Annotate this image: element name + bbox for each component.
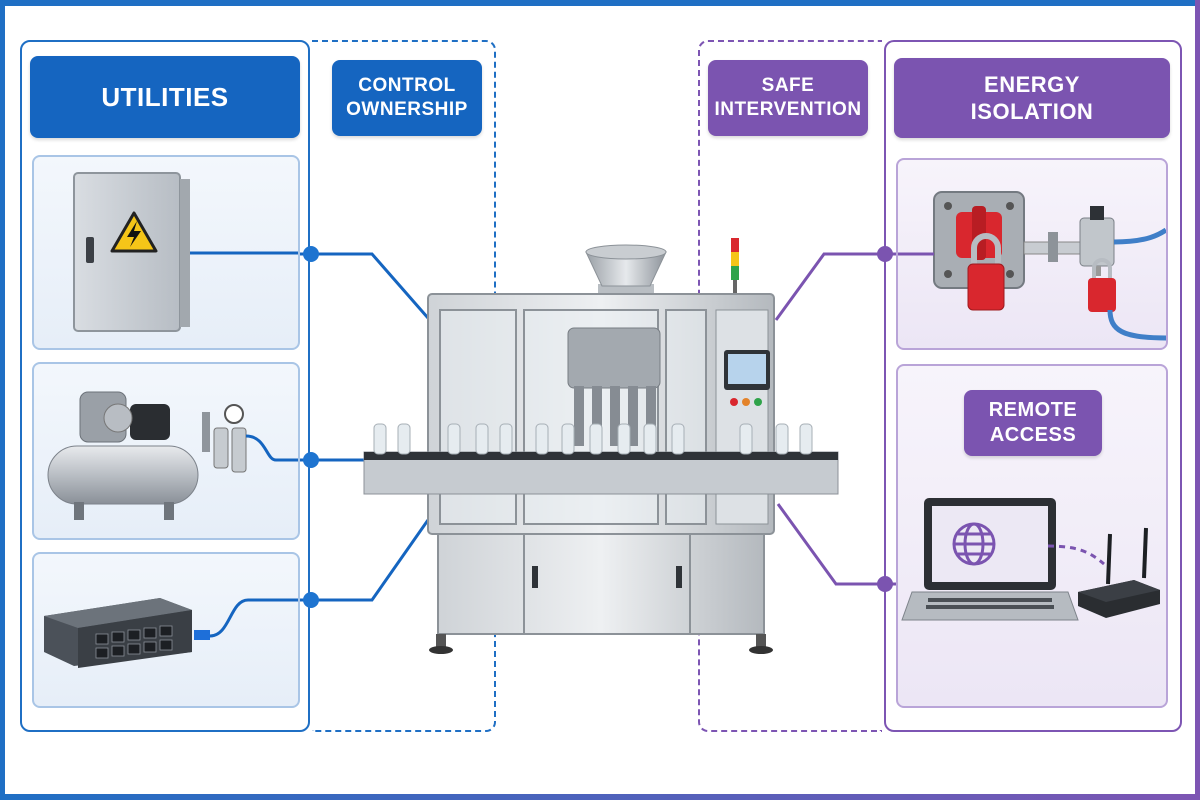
network-switch-icon (44, 598, 298, 668)
globe-icon (952, 522, 996, 566)
energy-isolation-group (884, 40, 1182, 732)
stack-light-icon (731, 238, 739, 294)
isolation-connector-nodes (877, 246, 893, 592)
remote-access-card (896, 364, 1168, 708)
bottle-filling-machine-icon (363, 238, 839, 654)
high-voltage-warning-icon (110, 211, 158, 253)
padlock-icon (967, 233, 1005, 311)
energy-isolation-card (896, 158, 1168, 350)
utility-connector-nodes (303, 246, 319, 608)
frame-left-border (0, 0, 5, 800)
frame-right-border (1195, 0, 1200, 800)
control-ownership-label: CONTROL OWNERSHIP (332, 60, 482, 136)
safe-intervention-label: SAFE INTERVENTION (708, 60, 868, 136)
electrical-card (32, 155, 300, 350)
air-compressor-icon (47, 391, 298, 520)
laptop-icon (901, 498, 1160, 621)
router-icon (1078, 527, 1160, 618)
frame-bottom-border (0, 794, 1200, 800)
utilities-label: UTILITIES (30, 56, 300, 138)
electrical-panel-icon (73, 172, 298, 332)
isolation-connectors (774, 252, 896, 586)
frame-top-border (0, 0, 1200, 6)
network-card (32, 552, 300, 708)
lockout-disconnect-icon (898, 191, 1166, 341)
energy-isolation-label: ENERGY ISOLATION (894, 58, 1170, 138)
compressed-air-card (32, 362, 300, 540)
utilities-group (20, 40, 310, 732)
remote-access-label: REMOTE ACCESS (964, 390, 1102, 456)
